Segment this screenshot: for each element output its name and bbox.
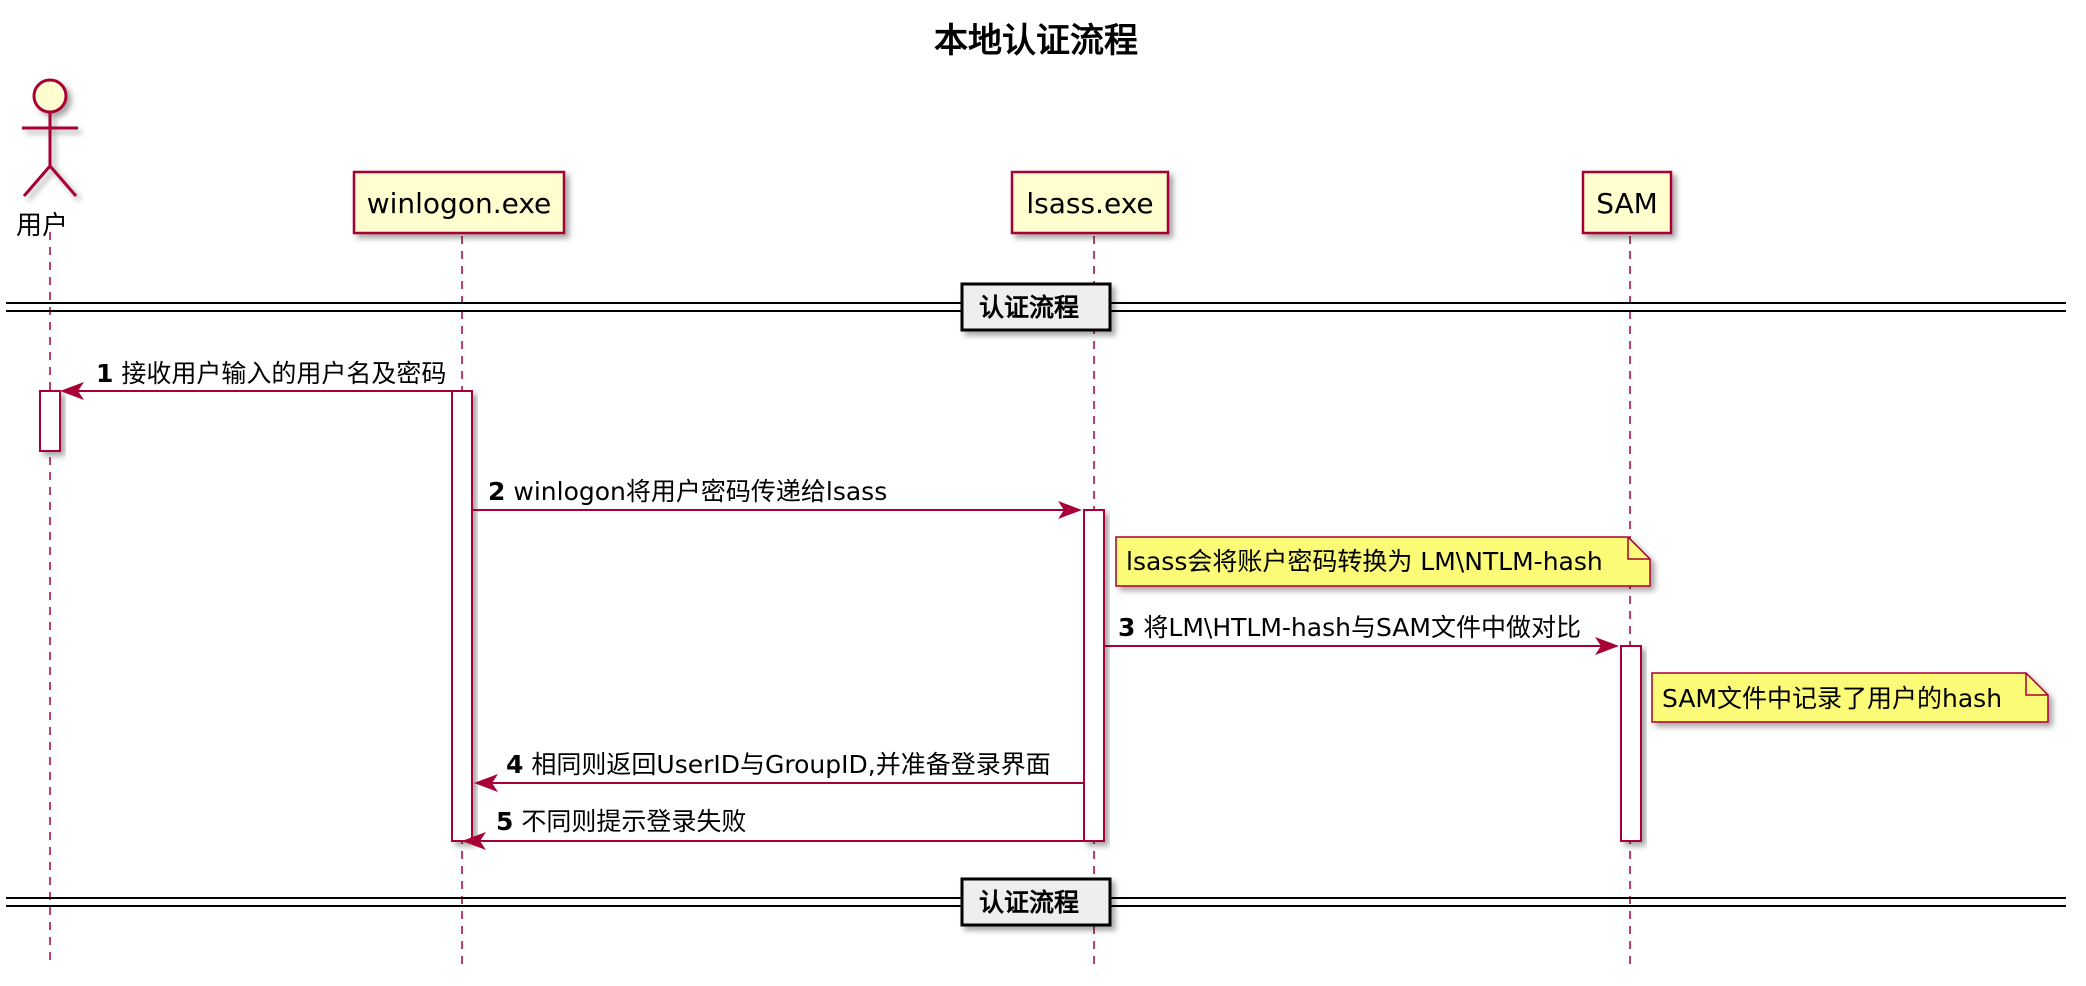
message-5: 5 不同则提示登录失败 [462,807,1084,850]
message-4: 4 相同则返回UserID与GroupID,并准备登录界面 [474,750,1084,792]
participant-label: lsass.exe [1026,187,1153,220]
note-lsass: lsass会将账户密码转换为 LM\NTLM-hash [1115,536,1651,587]
participant-label: SAM [1596,187,1658,220]
arrowhead [462,832,486,850]
message-text: 接收用户输入的用户名及密码 [121,359,446,388]
arrowhead [1058,501,1082,519]
divider-bottom: 认证流程 [6,877,2066,927]
message-text: 不同则提示登录失败 [521,807,746,836]
message-2: 2 winlogon将用户密码传递给lsass [472,477,1082,519]
note-text: lsass会将账户密码转换为 LM\NTLM-hash [1126,547,1603,576]
activation-sam [1620,645,1642,842]
participant-label: winlogon.exe [367,187,552,220]
message-text: winlogon将用户密码传递给lsass [513,477,887,506]
message-label: 3 将LM\HTLM-hash与SAM文件中做对比 [1118,613,1581,642]
arrowhead [60,382,84,400]
message-number: 3 [1118,613,1135,642]
message-number: 2 [488,477,505,506]
activation-winlogon [451,390,473,842]
message-label: 1 接收用户输入的用户名及密码 [96,359,446,388]
message-number: 4 [506,750,523,779]
note-text: SAM文件中记录了用户的hash [1662,684,2002,713]
diagram-title: 本地认证流程 [934,21,1138,61]
divider-top: 认证流程 [6,282,2066,332]
actor-user [22,78,78,197]
message-label: 4 相同则返回UserID与GroupID,并准备登录界面 [506,750,1051,779]
divider-label: 认证流程 [979,888,1079,917]
divider-label: 认证流程 [979,293,1079,322]
message-label: 5 不同则提示登录失败 [496,807,746,836]
message-label: 2 winlogon将用户密码传递给lsass [488,477,887,506]
actor-head [32,78,68,114]
message-text: 将LM\HTLM-hash与SAM文件中做对比 [1143,613,1581,642]
message-text: 相同则返回UserID与GroupID,并准备登录界面 [531,750,1050,779]
actor-label: 用户 [16,211,68,241]
activation-user [39,390,61,452]
participant-winlogon: winlogon.exe [352,170,566,235]
arrowhead [474,774,498,792]
message-number: 5 [496,807,513,836]
message-3: 3 将LM\HTLM-hash与SAM文件中做对比 [1104,613,1619,655]
participant-sam: SAM [1581,170,1673,235]
message-1: 1 接收用户输入的用户名及密码 [60,359,452,400]
activation-lsass [1083,509,1105,842]
participant-lsass: lsass.exe [1010,170,1170,235]
note-sam: SAM文件中记录了用户的hash [1651,672,2049,723]
arrowhead [1595,637,1619,655]
message-number: 1 [96,359,113,388]
